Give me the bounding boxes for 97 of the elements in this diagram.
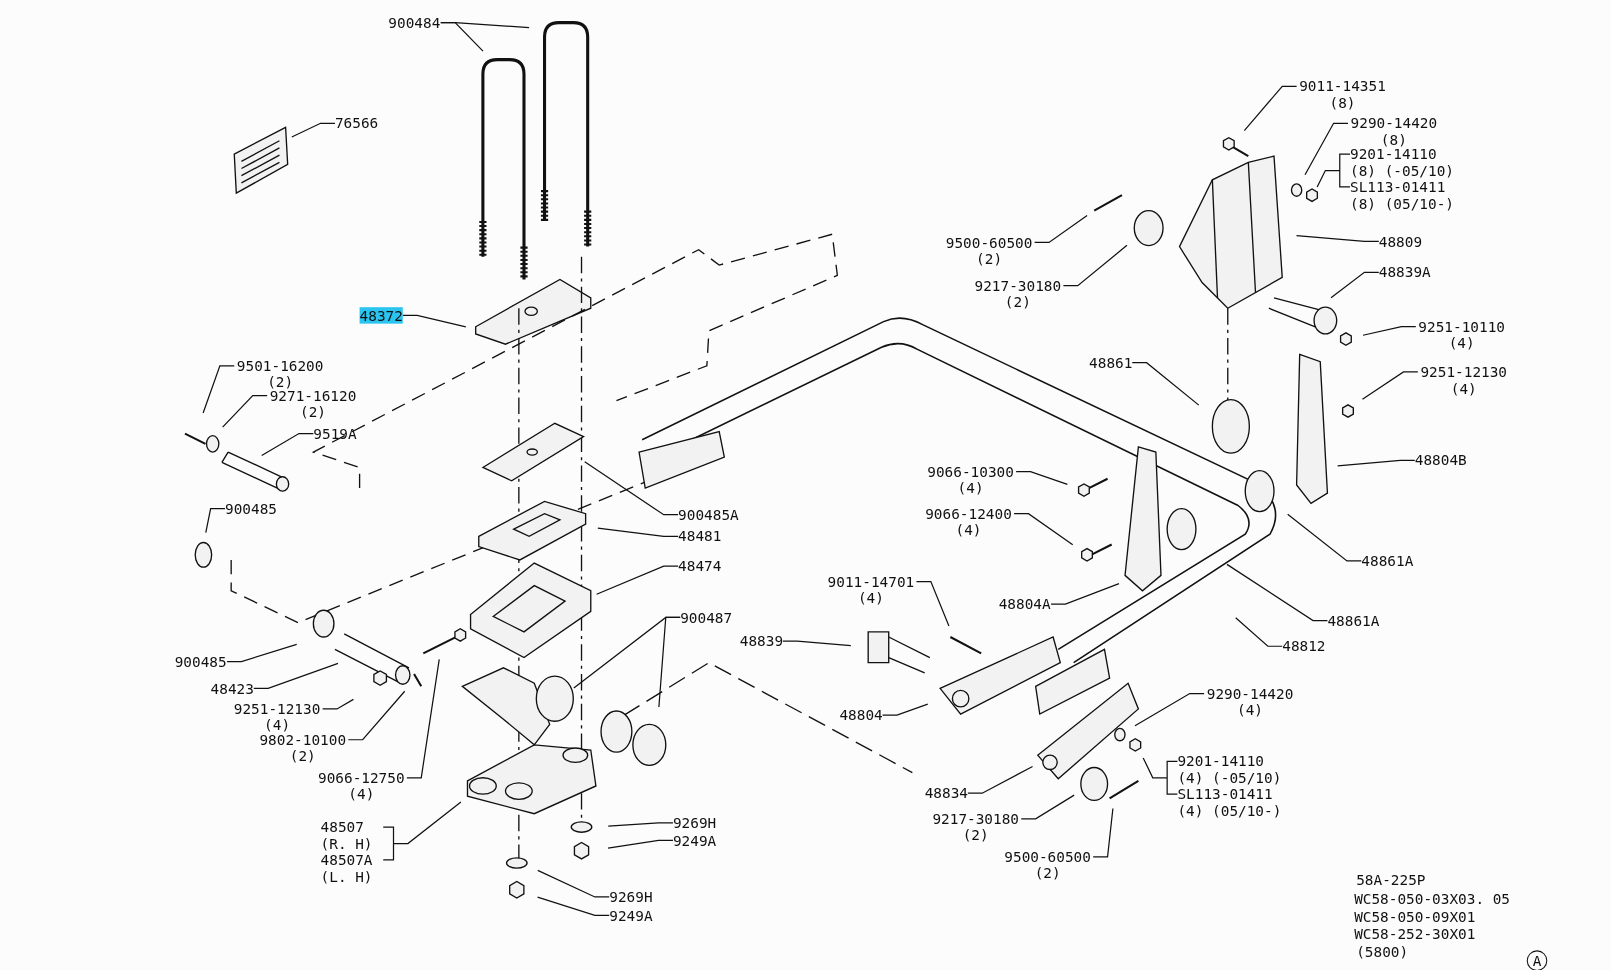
part-number: 48507A (L. H) — [320, 851, 374, 885]
leader-line — [1050, 583, 1120, 605]
leader-line — [597, 527, 679, 537]
part-number: 9802-10100 (2) — [256, 731, 349, 765]
leader-line — [1235, 617, 1283, 647]
leader-line — [347, 690, 406, 741]
leader-line — [202, 365, 235, 414]
leader-line — [1295, 235, 1380, 243]
leader-line — [322, 698, 355, 710]
part-number: 9251-12130 (4) — [1417, 363, 1510, 397]
part-number: 48804 — [839, 706, 883, 724]
leader-line — [253, 662, 339, 689]
leader-line — [226, 643, 298, 663]
part-number: 900487 — [680, 609, 733, 626]
part-number: 9249A — [672, 832, 717, 849]
part-number: 9519A — [313, 425, 357, 442]
part-number: 48481 — [678, 528, 722, 545]
part-number: 9269H — [609, 888, 653, 906]
part-number: 48834 — [924, 784, 968, 802]
part-number: 900484 — [388, 14, 441, 31]
drawing-code: WC58-050-03X03. 05 — [1354, 890, 1510, 908]
leader-line — [1142, 757, 1179, 795]
part-number: 9500-60500 (2) — [1001, 848, 1094, 882]
part-number: 48474 — [678, 557, 722, 575]
leader-line — [1015, 470, 1068, 485]
drawing-code: 58A-225P — [1356, 871, 1426, 888]
drawing-code: (5800) — [1356, 943, 1409, 960]
leader-line — [440, 22, 530, 29]
part-number: 9066-12400 (4) — [922, 505, 1015, 539]
leader-line — [1243, 85, 1298, 132]
part-number: 9290-14420 (4) — [1204, 685, 1296, 719]
drawing-code: WC58-050-09X01 — [1354, 908, 1476, 925]
leader-line — [1062, 244, 1128, 287]
leader-line — [1131, 362, 1200, 406]
part-number: 9251-10110 (4) — [1415, 318, 1508, 352]
part-number: 48861A — [1327, 612, 1380, 629]
leader-line — [782, 640, 852, 647]
part-number: 48804A — [998, 595, 1051, 613]
leader-line — [1362, 326, 1417, 336]
part-number: 9066-12750 (4) — [315, 769, 408, 803]
part-number: 9249A — [609, 907, 653, 924]
part-number: 48804B — [1414, 452, 1467, 469]
leader-line — [1330, 271, 1380, 299]
leader-line — [1316, 153, 1351, 188]
leader-line — [536, 896, 610, 917]
part-number: 900485 — [174, 653, 227, 670]
part-number: 9201-14110 (4) (-05/10) — [1177, 753, 1283, 786]
part-number: SL113-01411 (4) (05/10-) — [1177, 786, 1283, 819]
leader-line — [222, 394, 268, 428]
leader-line — [261, 432, 314, 457]
leader-line — [1287, 513, 1362, 562]
leader-line — [406, 658, 440, 779]
part-number: 48812 — [1282, 638, 1326, 655]
leader-line — [1337, 459, 1416, 467]
leader-line — [607, 839, 674, 849]
leader-line — [1134, 692, 1205, 727]
part-number: 9251-12130 (4) — [231, 700, 323, 734]
part-number: 9269H — [672, 814, 717, 832]
part-number: 48372 — [359, 307, 403, 324]
leader-line — [658, 616, 681, 708]
leader-line — [1092, 807, 1114, 858]
leader-line — [402, 314, 467, 328]
leader-line — [967, 765, 1034, 794]
leader-line — [584, 461, 679, 516]
leader-line — [1020, 794, 1075, 820]
leader-line — [382, 801, 462, 861]
part-number: 900485A — [678, 506, 739, 523]
leader-line — [537, 869, 610, 898]
leader-line — [1013, 513, 1074, 546]
leader-line — [1361, 371, 1419, 400]
part-number: 900485 — [225, 500, 277, 517]
part-number: 48423 — [210, 680, 254, 697]
leader-line — [596, 565, 679, 595]
part-number: 48861A — [1361, 552, 1414, 570]
leader-line — [607, 822, 674, 827]
leader-line — [1304, 122, 1349, 176]
part-number: 9217-30180 (2) — [971, 277, 1064, 311]
leader-line — [881, 703, 929, 716]
drawing-code: WC58-252-30X01 — [1354, 925, 1476, 943]
part-number: SL113-01411 (8) (05/10-) — [1350, 178, 1455, 212]
leader-line — [915, 580, 950, 627]
part-number: 48839A — [1378, 264, 1431, 281]
part-number: 9290-14420 (8) — [1348, 115, 1440, 148]
leader-line — [291, 122, 336, 138]
part-number: 9066-10300 (4) — [924, 463, 1017, 497]
part-number: 48507 (R. H) — [320, 818, 374, 852]
part-number: 9500-60500 (2) — [943, 234, 1035, 268]
part-number: 48809 — [1378, 233, 1423, 250]
part-number: 48861 — [1089, 354, 1133, 371]
leader-line — [1034, 214, 1088, 244]
part-number: 9217-30180 (2) — [929, 810, 1022, 844]
part-number: 76566 — [334, 115, 379, 132]
leader-line — [205, 507, 226, 534]
part-number: 9011-14351 (8) — [1296, 78, 1389, 111]
part-number: 9011-14701 (4) — [825, 573, 917, 607]
leader-line — [1226, 563, 1329, 622]
part-number: 48839 — [739, 632, 784, 650]
